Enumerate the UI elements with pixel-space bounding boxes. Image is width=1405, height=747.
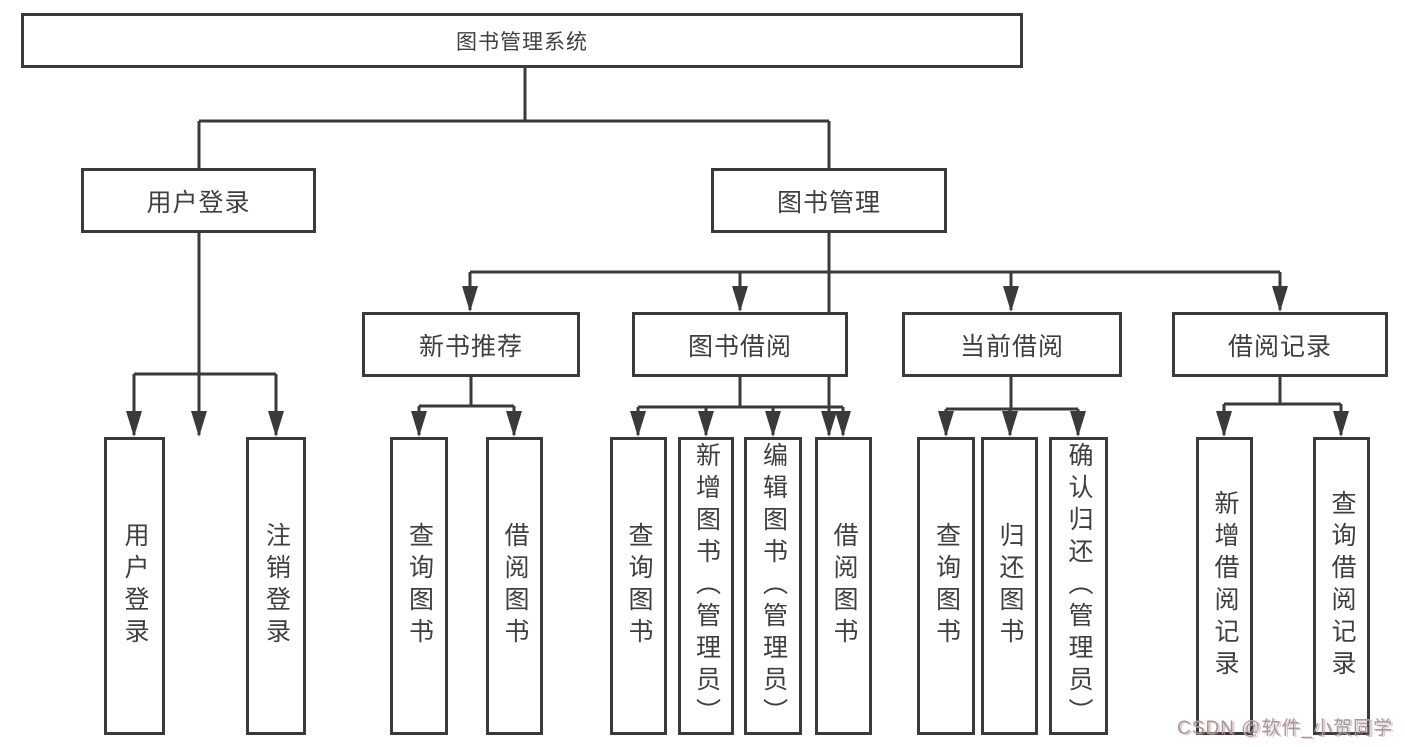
leaf-query-books-current: 查询图书: [917, 437, 975, 735]
leaf-user-login: 用户登录: [104, 437, 165, 735]
leaf-add-borrow-record: 新增借阅记录: [1196, 437, 1253, 735]
node-label: 图书管理: [776, 188, 881, 217]
leaf-query-borrow-record: 查询借阅记录: [1313, 437, 1370, 735]
leaf-query-books-recommend: 查询图书: [390, 437, 448, 735]
node-label: 新书推荐: [418, 332, 523, 361]
node-borrowing-records: 借阅记录: [1172, 312, 1388, 377]
leaf-logout: 注销登录: [246, 437, 306, 735]
node-book-borrowing: 图书借阅: [632, 312, 848, 377]
node-label: 查询借阅记录: [1328, 490, 1356, 682]
leaf-edit-book-admin: 编辑图书（管理员）: [744, 437, 802, 735]
node-label: 查询图书: [932, 522, 961, 650]
node-label: 查询图书: [405, 522, 434, 650]
leaf-borrow-books: 借阅图书: [815, 437, 872, 735]
leaf-add-book-admin: 新增图书（管理员）: [678, 437, 734, 735]
node-root-library-management-system: 图书管理系统: [21, 13, 1023, 68]
node-label: 借阅图书: [830, 522, 858, 650]
node-current-borrowing: 当前借阅: [902, 312, 1122, 377]
node-label: 借阅图书: [501, 522, 529, 650]
node-new-book-recommendation: 新书推荐: [362, 312, 580, 377]
node-label: 编辑图书（管理员）: [759, 442, 788, 730]
node-label: 用户登录: [121, 522, 149, 650]
node-label: 归还图书: [996, 522, 1024, 650]
node-label: 用户登录: [146, 188, 251, 217]
node-book-management: 图书管理: [711, 168, 947, 233]
node-label: 确认归还（管理员）: [1065, 442, 1093, 730]
leaf-confirm-return-admin: 确认归还（管理员）: [1049, 437, 1108, 735]
node-label: 新增图书（管理员）: [692, 442, 721, 730]
leaf-query-books-borrow: 查询图书: [610, 437, 667, 735]
node-label: 注销登录: [262, 522, 291, 650]
node-label: 新增借阅记录: [1211, 490, 1239, 682]
node-label: 查询图书: [625, 522, 653, 650]
node-label: 借阅记录: [1227, 332, 1332, 361]
node-label: 图书管理系统: [456, 30, 588, 54]
node-user-login: 用户登录: [81, 168, 316, 233]
leaf-borrow-books-recommend: 借阅图书: [486, 437, 543, 735]
node-label: 图书借阅: [687, 332, 792, 361]
csdn-watermark: CSDN @软件_小贺同学: [1177, 718, 1393, 739]
leaf-return-book: 归还图书: [981, 437, 1038, 735]
node-label: 当前借阅: [959, 332, 1064, 361]
